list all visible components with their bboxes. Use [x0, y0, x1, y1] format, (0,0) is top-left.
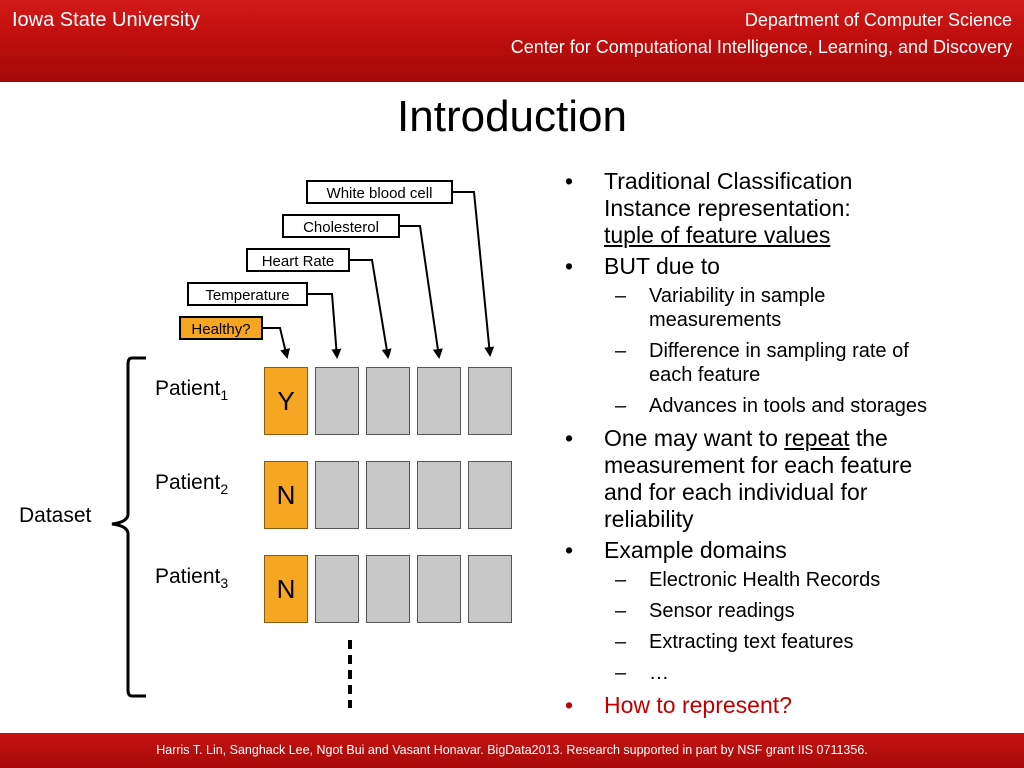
- bullet-but-due-to: • BUT due to: [565, 253, 1005, 280]
- footer-citation: Harris T. Lin, Sanghack Lee, Ngot Bui an…: [0, 733, 1024, 768]
- patient-label-3: Patient3: [155, 565, 228, 591]
- arrow-cholesterol: [400, 225, 443, 359]
- subbullet-text: …: [649, 662, 669, 684]
- patient-label-1: Patient1: [155, 377, 228, 403]
- patient-name: Patient: [155, 377, 221, 400]
- subbullet-text: each feature: [649, 364, 761, 386]
- university-name: Iowa State University: [12, 9, 200, 31]
- arrow-temperature: [308, 293, 342, 359]
- bullet-text: Instance representation:: [604, 195, 851, 221]
- feature-cell: [366, 555, 410, 623]
- bullet-dot: •: [565, 425, 574, 451]
- subbullet-ehr: – Electronic Health Records: [565, 568, 1005, 592]
- feature-label-heart-rate: Heart Rate: [246, 248, 350, 272]
- feature-cell: [417, 367, 461, 435]
- slide-title: Introduction: [397, 92, 627, 141]
- patient-label-2: Patient2: [155, 471, 228, 497]
- header-bar: Iowa State University Department of Comp…: [0, 0, 1024, 82]
- subbullet-dash: –: [615, 285, 627, 307]
- patient-index: 1: [220, 387, 229, 404]
- bullet-text: Traditional Classification: [604, 168, 853, 194]
- subbullet-dash: –: [615, 340, 627, 362]
- bullet-text: measurement for each feature: [604, 452, 913, 478]
- feature-cell: [315, 367, 359, 435]
- bullet-dot: •: [565, 692, 574, 718]
- subbullet-dash: –: [615, 569, 627, 591]
- label-cell: Y: [264, 367, 308, 435]
- department-line: Department of Computer Science: [744, 10, 1012, 30]
- subbullet-text: measurements: [649, 309, 782, 331]
- bullet-text: How to represent?: [604, 692, 792, 718]
- subbullet-text-features: – Extracting text features: [565, 630, 1005, 654]
- subbullet-text: Extracting text features: [649, 631, 854, 653]
- subbullet-advances: – Advances in tools and storages: [565, 394, 1005, 418]
- bullet-text: the: [855, 425, 888, 451]
- subbullet-dash: –: [615, 631, 627, 653]
- bullet-text: reliability: [604, 506, 694, 532]
- dataset-label: Dataset: [19, 504, 92, 527]
- subbullet-variability: – Variability in sample measurements: [565, 284, 1005, 332]
- subbullet-sensor: – Sensor readings: [565, 599, 1005, 623]
- subbullet-text: Electronic Health Records: [649, 569, 881, 591]
- feature-cell: [315, 555, 359, 623]
- patient-index: 3: [220, 575, 229, 592]
- feature-cell: [468, 555, 512, 623]
- bullet-how-to-represent: • How to represent?: [565, 692, 1005, 719]
- subbullet-ellipsis: – …: [565, 661, 1005, 685]
- dataset-brace: [111, 356, 146, 698]
- arrow-white-blood-cell: [453, 191, 495, 357]
- feature-cell: [315, 461, 359, 529]
- feature-label-healthy: Healthy?: [179, 316, 263, 340]
- bullet-text: BUT due to: [604, 253, 720, 279]
- arrow-healthy: [263, 327, 290, 359]
- feature-cell: [366, 461, 410, 529]
- patient-name: Patient: [155, 471, 221, 494]
- bullet-text: Example domains: [604, 537, 787, 563]
- bullet-dot: •: [565, 537, 574, 563]
- feature-label-cholesterol: Cholesterol: [282, 214, 400, 238]
- department-info: Department of Computer Science Center fo…: [511, 7, 1012, 61]
- bullet-text: and for each individual for: [604, 479, 868, 505]
- subbullet-text: Advances in tools and storages: [649, 395, 927, 417]
- subbullet-sampling-rate: – Difference in sampling rate of each fe…: [565, 339, 1005, 387]
- center-line: Center for Computational Intelligence, L…: [510, 37, 1012, 57]
- subbullet-text: Variability in sample: [649, 285, 826, 307]
- bullet-text-underlined: repeat: [784, 425, 850, 451]
- subbullet-dash: –: [615, 395, 627, 417]
- patient-name: Patient: [155, 565, 221, 588]
- bullet-repeat-measurement: • One may want to repeat the measurement…: [565, 425, 1005, 533]
- arrow-heart-rate: [350, 259, 392, 359]
- patient-index: 2: [220, 481, 229, 498]
- feature-label-temperature: Temperature: [187, 282, 308, 306]
- subbullet-text: Difference in sampling rate of: [649, 340, 909, 362]
- bullet-dot: •: [565, 168, 574, 194]
- feature-cell: [366, 367, 410, 435]
- subbullet-dash: –: [615, 600, 627, 622]
- feature-cell: [417, 555, 461, 623]
- feature-label-white-blood-cell: White blood cell: [306, 180, 453, 204]
- bullet-text: One may want to: [604, 425, 778, 451]
- subbullet-text: Sensor readings: [649, 600, 795, 622]
- bullet-dot: •: [565, 253, 574, 279]
- bullet-example-domains: • Example domains: [565, 537, 1005, 564]
- label-cell: N: [264, 555, 308, 623]
- feature-cell: [468, 461, 512, 529]
- bullet-traditional-classification: • Traditional Classification Instance re…: [565, 168, 1005, 249]
- bullet-text-underlined: tuple of feature values: [604, 222, 831, 248]
- bullet-text-line: One may want to repeat the: [604, 425, 1005, 452]
- bullet-list: • Traditional Classification Instance re…: [565, 165, 1005, 723]
- label-cell: N: [264, 461, 308, 529]
- feature-cell: [417, 461, 461, 529]
- subbullet-dash: –: [615, 662, 627, 684]
- feature-cell: [468, 367, 512, 435]
